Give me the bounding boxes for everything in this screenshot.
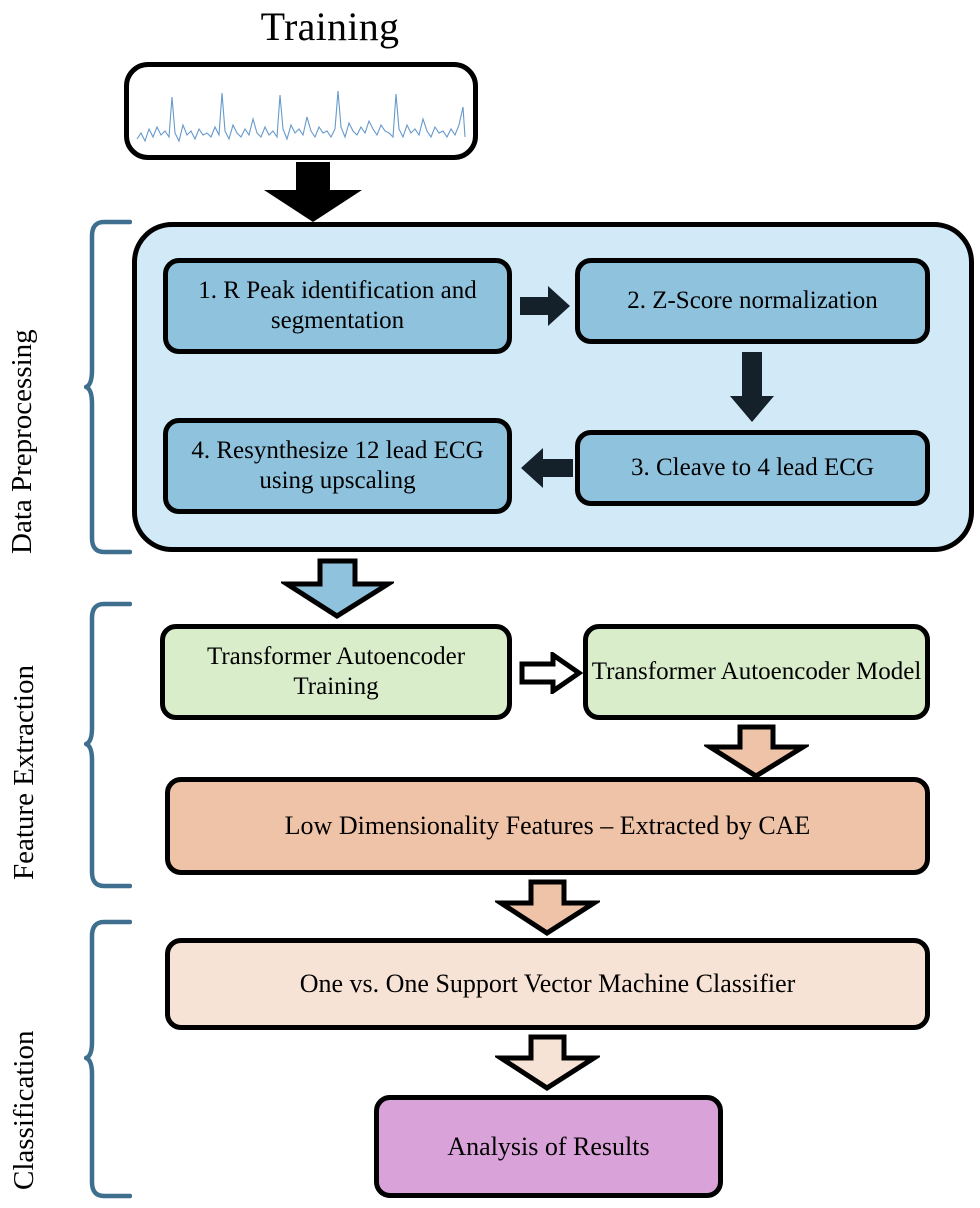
arrow-lowdim-to-svm (495, 879, 600, 937)
low-dimensionality-features-box[interactable]: Low Dimensionality Features – Extracted … (165, 777, 930, 875)
preprocess-step-3-label: 3. Cleave to 4 lead ECG (631, 453, 874, 481)
low-dimensionality-features-label: Low Dimensionality Features – Extracted … (284, 811, 811, 841)
preprocess-step-2[interactable]: 2. Z-Score normalization (575, 258, 930, 344)
arrow-step1-to-step2 (520, 284, 572, 328)
arrow-input-to-preprocess (258, 162, 368, 224)
preprocess-step-4[interactable]: 4. Resynthesize 12 lead ECG using upscal… (163, 418, 512, 514)
svm-classifier-box[interactable]: One vs. One Support Vector Machine Class… (165, 938, 930, 1030)
preprocess-step-2-label: 2. Z-Score normalization (627, 286, 878, 314)
brace-data-preprocessing (84, 218, 132, 556)
svm-classifier-label: One vs. One Support Vector Machine Class… (299, 969, 796, 999)
analysis-of-results-box[interactable]: Analysis of Results (374, 1095, 723, 1198)
section-label-data-preprocessing: Data Preprocessing (6, 329, 38, 554)
brace-feature-extraction (84, 600, 132, 890)
transformer-autoencoder-training-box[interactable]: Transformer Autoencoder Training (160, 624, 512, 720)
preprocess-step-1-label: 1. R Peak identification and segmentatio… (198, 276, 477, 335)
section-label-classification: Classification (8, 1030, 40, 1190)
arrow-preprocess-to-feature (281, 558, 394, 620)
preprocess-step-1[interactable]: 1. R Peak identification and segmentatio… (163, 258, 512, 354)
tae-model-label: Transformer Autoencoder Model (591, 657, 922, 685)
tae-training-label: Transformer Autoencoder Training (206, 642, 466, 701)
arrow-step3-to-step4 (517, 446, 573, 490)
arrow-step2-to-step3 (728, 352, 776, 424)
ecg-trace-icon (136, 90, 466, 143)
preprocess-step-4-label: 4. Resynthesize 12 lead ECG using upscal… (191, 436, 484, 495)
arrow-svm-to-results (495, 1034, 600, 1092)
transformer-autoencoder-model-box[interactable]: Transformer Autoencoder Model (583, 624, 930, 720)
analysis-of-results-label: Analysis of Results (447, 1131, 650, 1161)
arrow-model-to-lowdim (704, 724, 809, 780)
page-title: Training (260, 4, 400, 49)
brace-classification (84, 918, 132, 1200)
arrow-training-to-model (519, 652, 583, 694)
ecg-signal-strip (124, 62, 478, 160)
section-label-feature-extraction: Feature Extraction (8, 665, 40, 880)
preprocess-step-3[interactable]: 3. Cleave to 4 lead ECG (575, 430, 930, 506)
